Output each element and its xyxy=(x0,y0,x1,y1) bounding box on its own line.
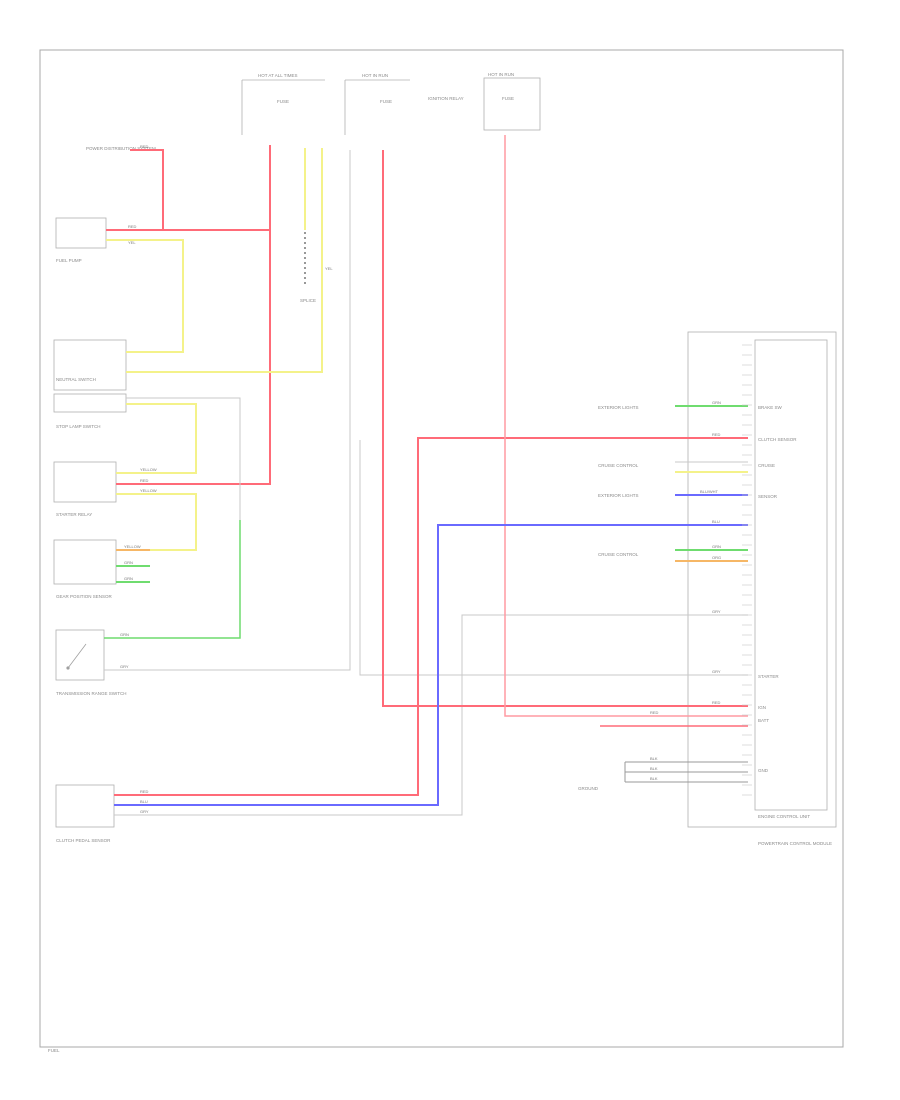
wire-pink-batt xyxy=(504,135,748,717)
cruise-control-2-label: CRUISE CONTROL xyxy=(598,552,639,557)
stop-lamp-switch-box xyxy=(53,339,127,391)
clutch-sensor-box xyxy=(55,784,115,828)
clutch-sensor-label: CLUTCH PEDAL SENSOR xyxy=(56,838,111,843)
tag-yel-2: YELLOW xyxy=(140,467,157,472)
tag-red-7: RED xyxy=(650,710,659,715)
fuse-1-label: FUSE xyxy=(277,99,289,104)
tag-blu-2: BLU xyxy=(712,519,720,524)
wire-green-range xyxy=(104,520,241,639)
ecm-box xyxy=(687,331,837,828)
tag-grn-1: GRN xyxy=(124,560,133,565)
wire-red-clutch xyxy=(114,437,748,796)
tag-yel-3: YELLOW xyxy=(140,488,157,493)
tag-yel-5: YEL xyxy=(325,266,333,271)
fuel-pump-label: FUEL PUMP xyxy=(56,258,82,263)
wire-red-power xyxy=(130,145,271,231)
tag-grn-3: GRN xyxy=(120,632,129,637)
gear-pos-sensor-label: GEAR POSITION SENSOR xyxy=(56,594,113,599)
tag-red-4: RED xyxy=(140,789,149,794)
starter-relay-box xyxy=(53,461,117,503)
tag-blu-1: BLU xyxy=(140,799,148,804)
tag-gry-1: GRY xyxy=(120,664,129,669)
ecm-bottom-label: POWERTRAIN CONTROL MODULE xyxy=(758,841,832,846)
ecm-pin-batt: BATT xyxy=(758,718,769,723)
splice-label: SPLICE xyxy=(300,298,316,303)
fuse-box-3-label: HOT IN RUN xyxy=(488,72,514,77)
splice-box xyxy=(53,393,127,413)
cruise-control-1-label: CRUISE CONTROL xyxy=(598,463,639,468)
ecm-pin-brake: BRAKE SW xyxy=(758,405,783,410)
fuse-3-label: FUSE xyxy=(502,96,514,101)
tag-red-1: RED xyxy=(140,144,149,149)
ecm-pin-clutch: CLUTCH SENSOR xyxy=(758,437,797,442)
tag-grn-2: GRN xyxy=(124,576,133,581)
ecm-pin-sensor: SENSOR xyxy=(758,494,778,499)
tag-blk-1: BLK xyxy=(650,756,658,761)
ecm-pin-cruise: CRUISE xyxy=(758,463,775,468)
fuel-pump-box xyxy=(55,217,107,249)
wire-gray-splice xyxy=(126,397,241,520)
wire-blue-clutch xyxy=(114,524,748,806)
tag-yel-4: YELLOW xyxy=(124,544,141,549)
fuse-box-2-label: HOT IN RUN xyxy=(362,73,388,78)
fuse-2-label: FUSE xyxy=(380,99,392,104)
wire-yellow-switch xyxy=(126,148,323,373)
ecm-pin-ign: IGN xyxy=(758,705,766,710)
neutral-switch-label: NEUTRAL SWITCH xyxy=(56,377,96,382)
wire-red-ignition xyxy=(382,150,748,707)
ecm-pin-ticks xyxy=(742,344,752,796)
tag-grn-5: GRN xyxy=(712,544,721,549)
wire-gray-range xyxy=(104,150,351,671)
tag-gry-3: GRY xyxy=(712,609,721,614)
tag-org-1: ORG xyxy=(712,555,721,560)
wire-yellow-starter xyxy=(116,493,197,551)
wire-yellow-stop xyxy=(116,403,197,474)
fuse-box-1: HOT AT ALL TIMES FUSE xyxy=(241,73,325,135)
tag-red-3: RED xyxy=(140,478,149,483)
ecm-label: ENGINE CONTROL UNIT xyxy=(758,814,810,819)
fuse-box-2: HOT IN RUN FUSE IGNITION RELAY xyxy=(344,73,464,135)
starter-relay-label: STARTER RELAY xyxy=(56,512,92,517)
wire-gray-clutch xyxy=(114,614,748,816)
tag-red-5: RED xyxy=(712,432,721,437)
power-dist-label: POWER DISTRIBUTION SYSTEM xyxy=(86,146,156,151)
wire-gray-starter-ecm xyxy=(359,440,748,676)
relay-note-label: IGNITION RELAY xyxy=(428,96,464,101)
stop-lamp-switch-label: STOP LAMP SWITCH xyxy=(56,424,101,429)
fuse-box-3: HOT IN RUN FUSE xyxy=(483,72,541,131)
tag-blk-3: BLK xyxy=(650,776,658,781)
neutral-switch-box xyxy=(53,539,117,585)
tag-yel-1: YEL xyxy=(128,240,136,245)
tag-red-6: RED xyxy=(712,700,721,705)
diagram-frame xyxy=(39,49,844,1048)
wire-yellow-fuel xyxy=(106,239,184,353)
ecm-pin-gnd: GND xyxy=(758,768,769,773)
tag-blu-3: BLU/WHT xyxy=(700,489,719,494)
footer-label: FUEL xyxy=(48,1048,60,1053)
tag-blk-2: BLK xyxy=(650,766,658,771)
switch-bottom-label: TRANSMISSION RANGE SWITCH xyxy=(56,691,127,696)
wire-red-starter xyxy=(116,230,271,485)
tag-gry-4: GRY xyxy=(712,669,721,674)
exterior-lights-2-label: EXTERIOR LIGHTS xyxy=(598,493,639,498)
ecm-pin-starter: STARTER xyxy=(758,674,779,679)
tag-red-2: RED xyxy=(128,224,137,229)
tag-grn-4: GRN xyxy=(712,400,721,405)
exterior-lights-1-label: EXTERIOR LIGHTS xyxy=(598,405,639,410)
tag-gry-2: GRY xyxy=(140,809,149,814)
ground-wires xyxy=(624,761,748,783)
transmission-range-switch xyxy=(55,629,105,681)
ground-label: GROUND xyxy=(578,786,599,791)
fuse-box-1-label: HOT AT ALL TIMES xyxy=(258,73,298,78)
